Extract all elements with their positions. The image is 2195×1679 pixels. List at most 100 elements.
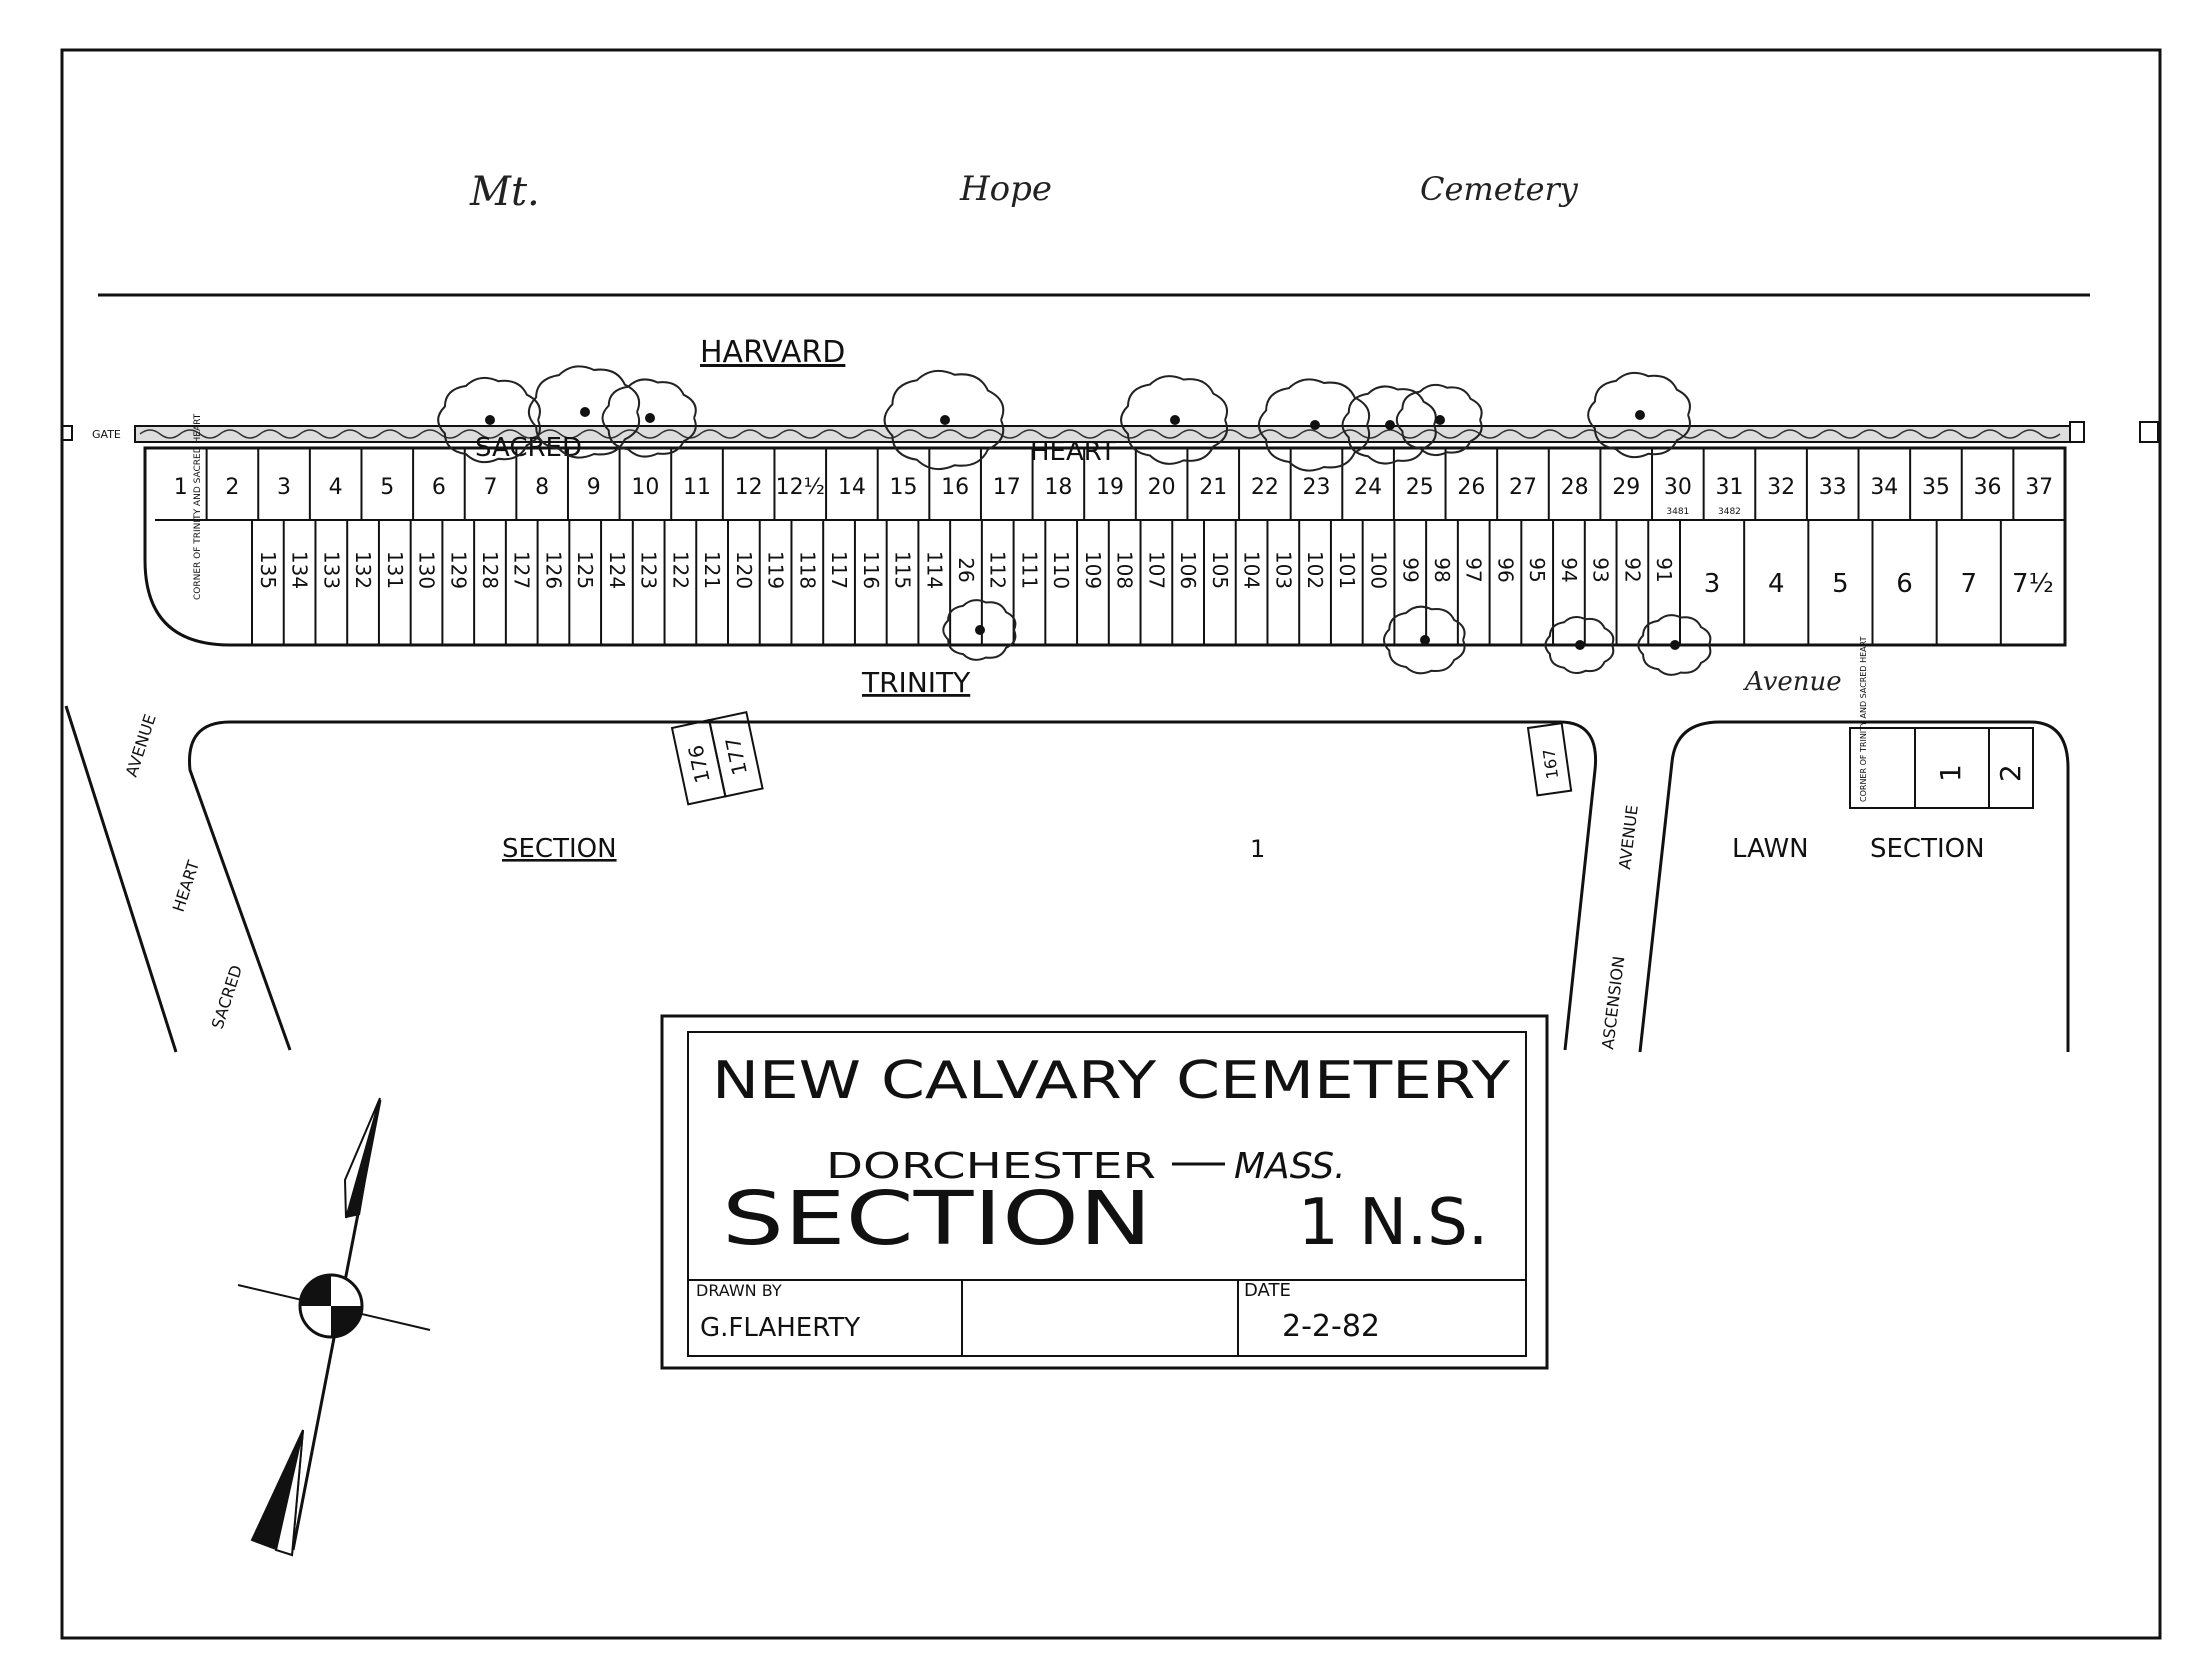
lot-label-bottom: 110 (1049, 551, 1073, 589)
lot-label-bottom: 125 (573, 551, 597, 589)
drawn-by-label: DRAWN BY (696, 1281, 782, 1300)
lot-label-bottom: 96 (1493, 557, 1517, 582)
lot-label-bottom-upright: 7 (1960, 569, 1977, 599)
tree-icon (1257, 378, 1371, 472)
lot-label-bottom: 99 (1398, 557, 1422, 582)
lot-label-bottom: 92 (1620, 557, 1644, 582)
lot-strip-outline (143, 446, 2067, 647)
lot-label-bottom: 97 (1462, 557, 1486, 582)
tree-icon (1395, 383, 1483, 457)
lot-label-top: 28 (1561, 475, 1589, 500)
tree-icon (527, 365, 641, 459)
section-id-text: 1 N.S. (1298, 1186, 1488, 1260)
north-arrow-icon (237, 1097, 431, 1557)
lot-label-top: 37 (2025, 475, 2053, 500)
lot-label-bottom: 122 (668, 551, 692, 589)
lot-label-top: 17 (993, 475, 1021, 500)
tree-icon (1382, 605, 1466, 675)
lot-label-bottom: 101 (1335, 551, 1359, 589)
trinity-label: TRINITY (861, 666, 971, 699)
lot-label-bottom: 112 (986, 551, 1010, 589)
lot-label-bottom: 118 (795, 551, 819, 589)
lot-label-bottom: 132 (351, 551, 375, 589)
lot-label-top: 9 (587, 475, 601, 500)
mt-hope-word-2: Hope (959, 169, 1052, 209)
lot-label-top: 34 (1870, 475, 1898, 500)
state-text: MASS. (1234, 1146, 1346, 1187)
isolated-lot-167-label: 167 (1539, 747, 1562, 780)
section-title-text: SECTION (722, 1176, 1152, 1262)
lawn-lot-2 (1988, 727, 2034, 809)
lot-label-top: 19 (1096, 475, 1124, 500)
lot-label-top: 16 (941, 475, 969, 500)
lot-label-top: 27 (1509, 475, 1537, 500)
lot-label-bottom: 130 (415, 551, 439, 589)
place-text: DORCHESTER (826, 1146, 1156, 1187)
isolated-lot-167-group: 167 (1526, 722, 1573, 797)
gate-far-right-icon (2139, 421, 2159, 443)
lot-label-bottom-upright: 3 (1704, 569, 1721, 599)
lot-label-top: 14 (838, 475, 866, 500)
isolated-lot-177-label: 177 (721, 735, 752, 777)
lot-label-top: 6 (432, 475, 446, 500)
title-block: NEW CALVARY CEMETERY DORCHESTER MASS. SE… (660, 1014, 1549, 1370)
lot-label-top: 1 (174, 475, 188, 500)
lot-label-top: 26 (1457, 475, 1485, 500)
lot-label-bottom: 131 (383, 551, 407, 589)
date-value: 2-2-82 (1282, 1309, 1380, 1344)
section-word: SECTION (502, 834, 617, 864)
lot-label-top: 31 (1715, 475, 1743, 500)
lawn-lot-2-label: 2 (1994, 764, 2027, 782)
lot-label-bottom: 114 (922, 551, 946, 589)
lot-label-top: 12½ (776, 475, 825, 500)
lot-label-top: 8 (535, 475, 549, 500)
lot-label-bottom: 102 (1303, 551, 1327, 589)
gate-right-icon (2069, 421, 2085, 443)
tree-icon (1587, 371, 1691, 459)
lot-label-top: 35 (1922, 475, 1950, 500)
tree-icon (883, 369, 1005, 471)
lot-label-top: 33 (1819, 475, 1847, 500)
lawn-section-word: SECTION (1870, 834, 1985, 864)
tree-icon (601, 378, 697, 458)
lot-label-top: 22 (1251, 475, 1279, 500)
lot-label-bottom: 103 (1271, 551, 1295, 589)
lot-label-bottom: 124 (605, 551, 629, 589)
tree-icon (437, 376, 541, 464)
sacred-heart-ave-word-2: HEART (169, 858, 203, 914)
lot-label-bottom: 135 (256, 551, 280, 589)
lot-label-bottom: 95 (1525, 557, 1549, 582)
lot-label-bottom: 109 (1081, 551, 1105, 589)
tree-icon (942, 599, 1017, 661)
tree-icon (1637, 614, 1712, 676)
lot-label-top: 29 (1612, 475, 1640, 500)
lot-label-bottom: 104 (1240, 551, 1264, 589)
isolated-lot-176-label: 176 (683, 743, 714, 785)
tree-icon (1120, 375, 1229, 465)
tree-icon (1341, 385, 1437, 465)
lot-label-top: 25 (1406, 475, 1434, 500)
lot-label-top: 7 (484, 475, 498, 500)
mt-hope-word-3: Cemetery (1420, 170, 1579, 208)
lot-label-top: 24 (1354, 475, 1382, 500)
lot-label-bottom: 26 (954, 557, 978, 582)
lot-label-top: 3 (277, 475, 291, 500)
lot-label-top: 12 (735, 475, 763, 500)
lot-sublabel: 3482 (1718, 507, 1741, 517)
lot-label-top: 20 (1148, 475, 1176, 500)
lot-label-top: 2 (225, 475, 239, 500)
hedge-pattern (139, 429, 2061, 439)
lot-label-bottom: 111 (1017, 551, 1041, 589)
lot-label-bottom: 115 (891, 551, 915, 589)
sheet-border (60, 48, 2162, 1640)
lot-label-bottom: 129 (446, 551, 470, 589)
lot-label-top: 21 (1199, 475, 1227, 500)
lot-label-top: 18 (1044, 475, 1072, 500)
lot-label-bottom: 91 (1652, 557, 1676, 582)
lot-label-bottom: 98 (1430, 557, 1454, 582)
lawn-corner-note: CORNER OF TRINITY AND SACRED HEART (1859, 636, 1868, 802)
gate-label: GATE (92, 428, 121, 441)
lot-label-bottom: 108 (1113, 551, 1137, 589)
